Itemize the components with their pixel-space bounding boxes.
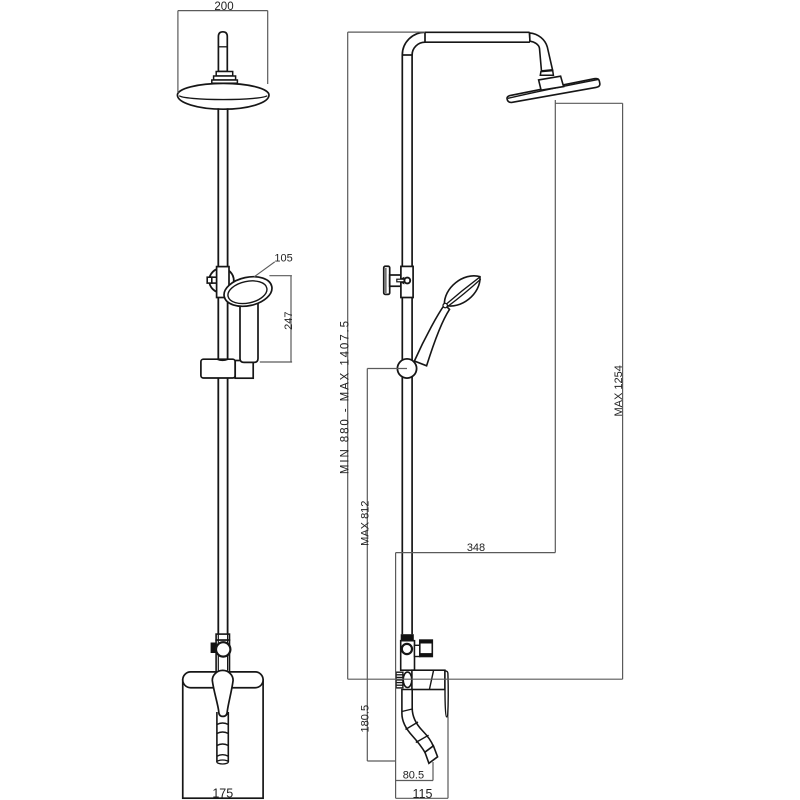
svg-text:247: 247 (283, 312, 295, 330)
svg-text:105: 105 (274, 252, 292, 264)
svg-text:200: 200 (214, 1, 233, 13)
svg-text:348: 348 (467, 542, 485, 554)
svg-text:80.5: 80.5 (403, 769, 424, 781)
svg-text:MAX 1254: MAX 1254 (613, 365, 625, 416)
svg-text:115: 115 (413, 787, 433, 800)
svg-text:180.5: 180.5 (360, 705, 372, 733)
svg-text:175: 175 (212, 787, 233, 800)
svg-text:MIN 880 - MAX 1407.5: MIN 880 - MAX 1407.5 (340, 319, 352, 474)
svg-text:MAX 812: MAX 812 (360, 501, 372, 546)
